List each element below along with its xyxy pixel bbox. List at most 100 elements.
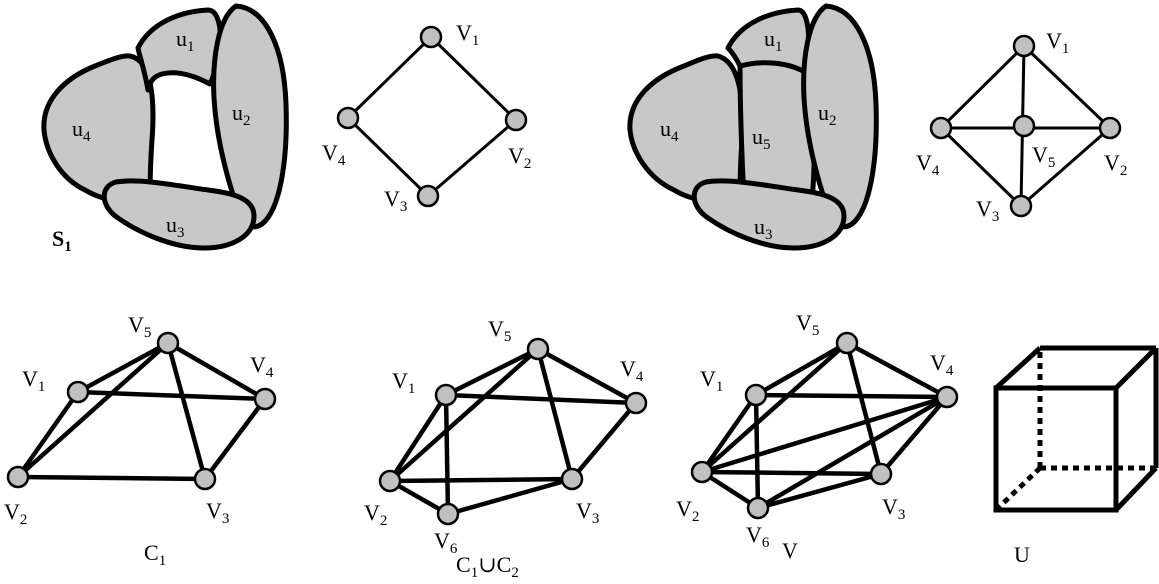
caption-c1-union-c2: C1∪C2 xyxy=(456,552,519,581)
label-v-v2: V2 xyxy=(676,496,699,525)
edge-w-v4-v1 xyxy=(939,44,1026,130)
edge-v1-v2 xyxy=(429,35,518,122)
vertex-c1-v4 xyxy=(253,387,277,411)
label-u2: u2 xyxy=(232,100,251,129)
graph-wheel: V1 V2 V3 V4 V5 xyxy=(916,28,1127,225)
region-u1 xyxy=(135,7,223,93)
vertex-w-v4 xyxy=(929,116,953,140)
vertex-c1-v3 xyxy=(193,467,217,491)
vertex-v-v1 xyxy=(744,383,768,407)
edge-u-v1-v4 xyxy=(445,392,637,406)
label-w-v4: V4 xyxy=(916,150,940,179)
label-v1: V1 xyxy=(456,20,479,49)
label-u5: u5 xyxy=(752,124,771,153)
edge-w-v1-v2 xyxy=(1022,44,1112,130)
label-v-v6: V6 xyxy=(746,522,770,551)
vertex-u-v4 xyxy=(624,391,648,415)
graph-v: V1 V2 V3 V4 V5 V6 V xyxy=(676,310,959,563)
label-u3b: u3 xyxy=(754,214,773,243)
cube-u: U xyxy=(993,345,1159,567)
edge-v-v1-v2 xyxy=(700,393,758,474)
label-w-v5: V5 xyxy=(1032,142,1055,171)
edge-u-v1-v5 xyxy=(444,346,540,398)
edge-u-v6-v3 xyxy=(447,476,573,517)
region-u3 xyxy=(101,178,257,251)
edge-v-v6-v4 xyxy=(756,395,949,510)
label-c1-v2: V2 xyxy=(4,499,27,528)
vertex-v-v3 xyxy=(869,462,893,486)
cube-bottom-right-edge xyxy=(1114,466,1158,512)
label-c1-v5: V5 xyxy=(128,312,151,341)
label-u-v6: V6 xyxy=(434,528,458,557)
vertex-v-v2 xyxy=(690,460,714,484)
label-u3: u3 xyxy=(166,212,185,241)
label-u1: u1 xyxy=(176,26,195,55)
edge-v-v6-v3 xyxy=(757,471,882,511)
graph-c1-union-c2: V1 V2 V3 V4 V5 V6 C1∪C2 xyxy=(364,316,648,581)
graph-cycle4: V1 V2 V3 V4 xyxy=(322,20,531,215)
label-u2b: u2 xyxy=(818,100,837,129)
edge-u-v2-v5 xyxy=(388,347,540,483)
cube-top-left-edge xyxy=(994,346,1042,390)
vertex-v-v6 xyxy=(746,496,770,520)
edge-v-v3-v4 xyxy=(879,395,949,476)
edge-c1-v3-v4 xyxy=(203,397,267,481)
vertex-w-v5 xyxy=(1012,114,1036,138)
edge-u-v1-v6 xyxy=(443,394,451,515)
cube-top-right-edge xyxy=(1114,346,1158,390)
vertex-c1-v2 xyxy=(6,465,30,489)
edge-v-v2-v4 xyxy=(701,394,948,475)
edge-u-v3-v4 xyxy=(570,401,638,481)
label-v-v1: V1 xyxy=(700,366,723,395)
map-s2: u1 u2 u4 u5 u3 xyxy=(627,3,879,251)
edge-v2-v3 xyxy=(427,118,517,198)
label-v-v3: V3 xyxy=(882,494,905,523)
vertex-u-v1 xyxy=(434,383,458,407)
edge-c1-v5-v3 xyxy=(165,342,208,480)
vertex-u-v2 xyxy=(378,469,402,493)
label-s1: S1 xyxy=(52,226,72,255)
label-u-v4: V4 xyxy=(620,356,644,385)
graph-c1: V1 V2 V3 V4 V5 C1 xyxy=(4,312,277,569)
vertex-w-v1 xyxy=(1012,34,1036,58)
edge-v-v2-v3 xyxy=(701,469,882,477)
label-u-v2: V2 xyxy=(364,500,387,529)
edge-v-v5-v3 xyxy=(844,342,884,475)
edge-c1-v1-v5 xyxy=(76,341,170,394)
edge-v-v1-v6 xyxy=(753,394,761,509)
label-v3: V3 xyxy=(384,186,407,215)
edge-c1-v2-v3 xyxy=(17,474,206,482)
cube-hidden-diagonal xyxy=(994,466,1042,512)
vertex-u-v5 xyxy=(526,337,550,361)
label-v-v4: V4 xyxy=(930,350,954,379)
edge-v-v5-v4 xyxy=(845,341,949,399)
map-s1: u1 u2 u4 u3 S1 xyxy=(41,3,289,255)
edge-w-v3-v4 xyxy=(939,126,1023,208)
vertex-u-v6 xyxy=(436,502,460,526)
caption-u: U xyxy=(1014,542,1030,567)
label-u-v1: V1 xyxy=(392,368,415,397)
vertex-u-v3 xyxy=(560,467,584,491)
vertex-v2 xyxy=(504,108,528,132)
edge-v4-v1 xyxy=(346,35,433,120)
vertex-c1-v5 xyxy=(156,331,180,355)
vertex-v3 xyxy=(416,184,440,208)
edge-v-v1-v5 xyxy=(754,341,849,397)
label-u-v5: V5 xyxy=(488,316,511,345)
edge-u-v2-v3 xyxy=(389,476,573,484)
label-w-v2: V2 xyxy=(1104,150,1127,179)
vertex-v-v4 xyxy=(935,385,959,409)
vertex-v4 xyxy=(336,106,360,130)
label-w-v1: V1 xyxy=(1046,28,1069,57)
vertex-w-v2 xyxy=(1098,116,1122,140)
edge-c1-v2-v5 xyxy=(16,341,170,479)
label-u4: u4 xyxy=(72,116,91,145)
label-u1b: u1 xyxy=(764,26,783,55)
vertex-v-v5 xyxy=(835,331,859,355)
label-c1-v3: V3 xyxy=(206,498,229,527)
vertex-w-v3 xyxy=(1009,194,1033,218)
label-v2: V2 xyxy=(508,143,531,172)
region-u3b xyxy=(691,178,847,251)
region-u4 xyxy=(41,53,156,203)
